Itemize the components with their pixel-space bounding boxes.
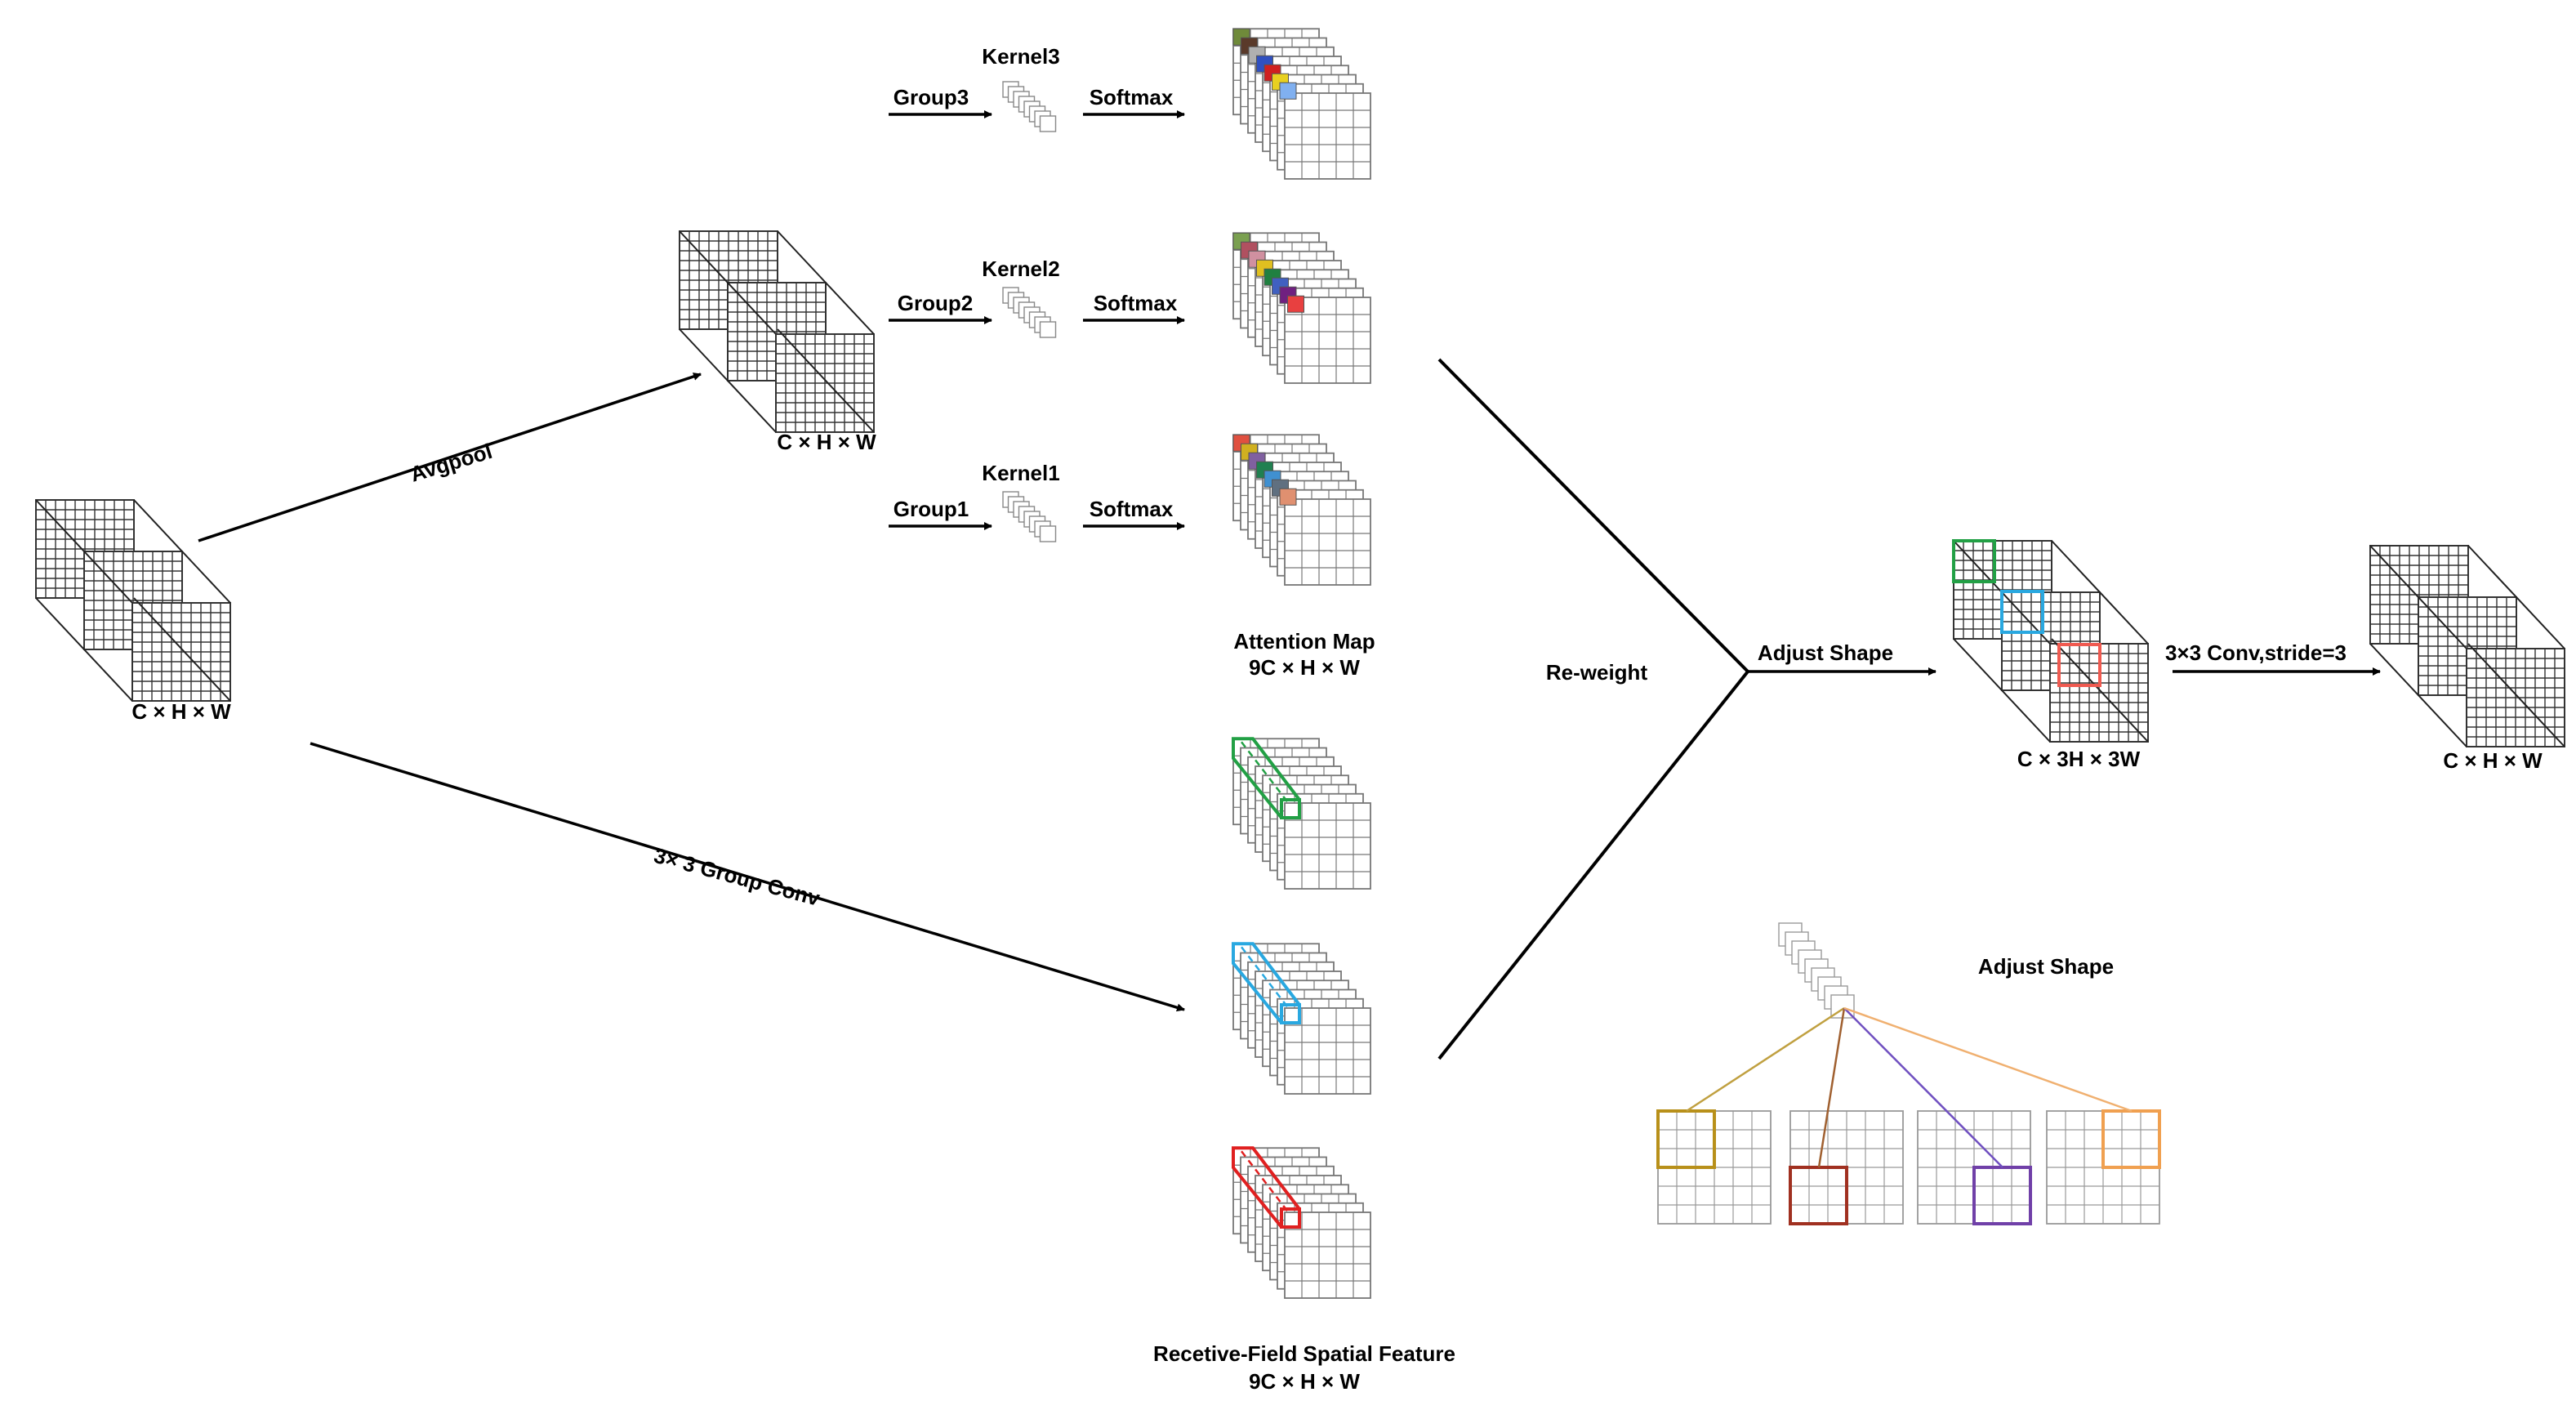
detail-patch-2 [1789, 1166, 1848, 1225]
upsampled-dims-label: C × 3H × 3W [2017, 747, 2141, 771]
receptive-field-blue [1232, 942, 1371, 1095]
group-conv-arrow [310, 742, 1185, 1012]
group3-label: Group3 [894, 85, 969, 109]
attention-map-label: Attention Map [1233, 629, 1375, 654]
detail-connector-4 [1843, 1006, 2133, 1113]
attention-map-kernel2 [1232, 232, 1371, 384]
softmax2-label: Softmax [1094, 291, 1178, 315]
softmax1-label: Softmax [1090, 497, 1174, 521]
output-tensor [2369, 545, 2565, 747]
highlight-green-patch [1952, 539, 1996, 583]
input-tensor [35, 499, 231, 702]
attention-map-kernel1 [1232, 434, 1371, 586]
highlight-blue-patch [2000, 590, 2044, 634]
detail-connector-1 [1686, 1006, 1845, 1113]
avgpool-label: Avgpool [408, 439, 495, 487]
attention-weight-cell [1279, 488, 1297, 506]
receptive-dims-label: 9C × H × W [1249, 1369, 1360, 1394]
receptive-field-red [1232, 1146, 1371, 1299]
detail-connector-2 [1817, 1007, 1846, 1168]
kernel3-label: Kernel3 [982, 44, 1059, 69]
kernel3-strip [1002, 81, 1057, 132]
receptive-field-label: Recetive-Field Spatial Feature [1153, 1341, 1455, 1366]
softmax3-label: Softmax [1090, 85, 1174, 109]
kernel1-label: Kernel1 [982, 461, 1059, 485]
pooled-tensor [679, 230, 875, 433]
attention-weight-cell [1279, 82, 1297, 100]
avgpool-arrow [198, 373, 702, 542]
kernel1-strip [1002, 491, 1057, 542]
detail-connector-3 [1843, 1007, 2003, 1168]
conv-stride-label: 3×3 Conv,stride=3 [2165, 640, 2346, 665]
adjust-shape-label: Adjust Shape [1758, 640, 1893, 665]
reweight-line-bottom [1437, 670, 1749, 1060]
attention-weight-cell [1287, 295, 1304, 313]
detail-patch-1 [1656, 1109, 1716, 1169]
input-dims-label: C × H × W [131, 699, 231, 724]
pooled-dims-label: C × H × W [777, 430, 876, 454]
kernel2-strip [1002, 287, 1057, 338]
group2-label: Group2 [898, 291, 973, 315]
attention-dims-label: 9C × H × W [1249, 655, 1360, 680]
kernel2-label: Kernel2 [982, 257, 1059, 281]
adjust-shape-detail-label: Adjust Shape [1978, 954, 2114, 979]
receptive-field-green [1232, 737, 1371, 890]
reweight-label: Re-weight [1546, 660, 1648, 685]
reweight-line-top [1437, 358, 1749, 673]
adjust-shape-detail [1656, 922, 2161, 1225]
upsampled-tensor [1952, 539, 2149, 743]
output-dims-label: C × H × W [2443, 748, 2543, 773]
group1-label: Group1 [894, 497, 969, 521]
attention-map-kernel3 [1232, 28, 1371, 180]
highlight-red-patch [2057, 643, 2101, 687]
group-conv-label: 3× 3 Group Conv [652, 843, 823, 911]
